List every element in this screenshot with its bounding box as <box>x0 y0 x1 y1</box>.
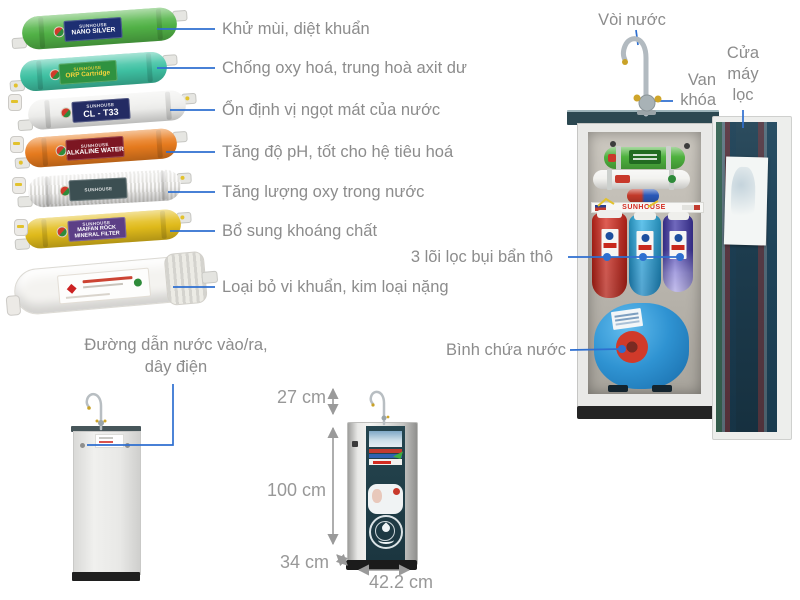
inline-filter-green <box>604 146 685 170</box>
tube-fitting <box>10 136 24 153</box>
callout-faucet: Vòi nước <box>598 11 666 29</box>
cartridge-tag: SUNHOUSE ORP Cartridge <box>57 59 118 85</box>
red-diamond-icon <box>66 283 77 294</box>
dim-body-height: 100 cm <box>266 480 326 500</box>
tube-fitting <box>12 177 26 194</box>
tank-sticker <box>610 308 644 330</box>
cartridge-tag: SUNHOUSE ALKALINE WATER <box>65 135 125 161</box>
small-canister <box>627 189 659 203</box>
cartridge-nano-silver: SUNHOUSE NANO SILVER <box>11 6 188 51</box>
tube-fitting <box>8 94 22 111</box>
coarse-filter-blue <box>629 212 661 296</box>
filter-label-4: Tăng độ pH, tốt cho hệ tiêu hoá <box>222 143 454 161</box>
brand-logo-icon <box>60 106 72 119</box>
frontview-panel <box>366 426 405 561</box>
cartridge-tag: SUNHOUSE CL - T33 <box>71 97 131 123</box>
cartridge-alkaline: SUNHOUSE ALKALINE WATER <box>14 127 188 169</box>
inline-filter-white <box>593 169 690 190</box>
backview-base <box>72 572 140 581</box>
tube-fitting <box>201 270 219 285</box>
green-dot-icon <box>133 278 143 287</box>
tube-fitting <box>5 295 22 317</box>
dim-faucet-height: 27 cm <box>276 387 326 407</box>
coarse-filter-red <box>592 210 627 298</box>
callout-valve: Van khóa <box>680 71 716 109</box>
filter-label-1: Khử mùi, diệt khuẩn <box>222 20 370 38</box>
filter-label-6: Bổ sung khoáng chất <box>222 222 378 240</box>
frontview-base <box>346 560 417 570</box>
frontview-vent <box>352 441 358 447</box>
backview-body <box>73 431 141 575</box>
door-card <box>723 156 769 246</box>
filter-label-3: Ổn định vị ngọt mát của nước <box>222 101 441 119</box>
cartridge-tag: SUNHOUSE <box>68 176 128 201</box>
screw-icon <box>610 141 616 147</box>
coarse-filter-purple <box>663 212 693 292</box>
frontview-faucet <box>369 390 390 426</box>
water-drop-logo <box>368 515 403 549</box>
panel-photo-sticker <box>369 431 402 447</box>
water-port <box>125 443 130 448</box>
tank-leg <box>652 385 672 392</box>
water-port <box>80 443 85 448</box>
cartridge-oxygen: SUNHOUSE <box>17 169 192 208</box>
dim-width: 42.2 cm <box>368 572 434 592</box>
cartridge-tag: SUNHOUSE NANO SILVER <box>63 16 123 42</box>
water-tank <box>594 303 689 392</box>
made-in-sticker <box>682 205 700 210</box>
callout-back-inlet: Đường dẫn nước vào/ra, dây điện <box>84 336 268 376</box>
cartridge-tag: SUNHOUSE MAIFAN ROCK MINERAL FILTER <box>67 216 127 242</box>
panel-cloud-sticker <box>368 484 403 514</box>
filter-label-7: Loại bỏ vi khuẩn, kim loại nặng <box>222 278 449 296</box>
us-flag-icon <box>595 204 606 211</box>
callout-door: Cửa máy lọc <box>726 44 760 104</box>
cartridge-cl-t33: SUNHOUSE CL - T33 <box>17 89 197 131</box>
tank-leg <box>608 385 628 392</box>
filter-label-2: Chống oxy hoá, trung hoà axit dư <box>222 59 467 77</box>
cartridge-ro-membrane <box>5 250 219 317</box>
screw-icon <box>684 143 690 149</box>
tube-fitting <box>14 219 28 236</box>
backview-sticker <box>95 434 124 448</box>
cabinet-base <box>577 406 718 419</box>
cartridge-orp: SUNHOUSE ORP Cartridge <box>9 50 178 93</box>
dim-depth: 34 cm <box>279 552 329 572</box>
callout-coarse-filters: 3 lõi lọc bụi bẩn thô <box>410 248 553 266</box>
tank-label <box>616 331 648 363</box>
backview-faucet <box>85 393 107 431</box>
brand-text: SUNHOUSE <box>622 204 666 211</box>
line-faucet <box>635 29 639 46</box>
cartridge-maifan: SUNHOUSE MAIFAN ROCK MINERAL FILTER <box>14 208 192 250</box>
callout-tank: Bình chứa nước <box>445 341 566 359</box>
filter-label-5: Tăng lượng oxy trong nước <box>222 183 425 201</box>
cabinet-door <box>712 116 792 440</box>
